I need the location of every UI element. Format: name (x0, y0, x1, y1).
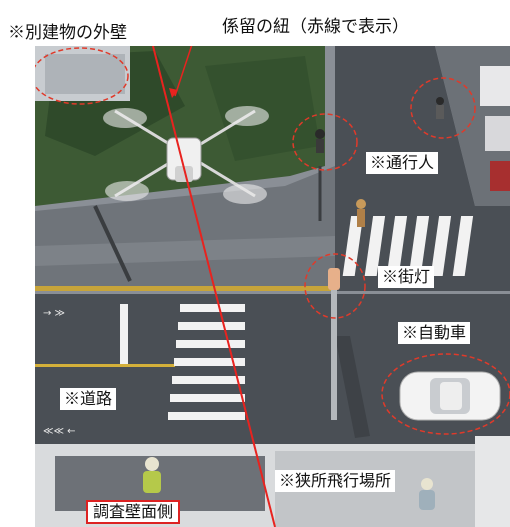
street-light-circle (304, 253, 366, 319)
tether-cord-label: 係留の紐（赤線で表示） (222, 17, 409, 37)
pedestrian-icon (315, 129, 325, 153)
crosswalk-main (168, 304, 245, 420)
street-light-icon (328, 268, 340, 420)
white-car-icon (399, 371, 501, 421)
building-circle (35, 47, 129, 105)
street-light-label: ※街灯 (378, 266, 435, 288)
pointer-arrow-icon (174, 46, 193, 97)
crosswalk-side (342, 216, 474, 276)
pedestrian-circle (292, 113, 358, 171)
other-building-wall-label: ※別建物の外壁 (8, 23, 127, 43)
car-circle (381, 353, 510, 435)
svg-text:→ ≫: → ≫ (43, 308, 65, 319)
tether-line (152, 46, 276, 527)
quadcopter-drone-icon (103, 106, 269, 204)
inspection-wall-side-label: 調査壁面側 (86, 500, 181, 524)
worker-icon (143, 457, 161, 493)
car-label: ※自動車 (398, 322, 471, 344)
narrow-flight-area-label: ※狭所飛行場所 (275, 470, 396, 492)
aerial-photo: → ≫ ≪≪ ← (35, 46, 510, 527)
svg-text:≪≪ ←: ≪≪ ← (43, 426, 76, 437)
main-road (35, 294, 510, 444)
pedestrian-label: ※通行人 (366, 152, 439, 174)
road-label: ※道路 (60, 388, 117, 410)
